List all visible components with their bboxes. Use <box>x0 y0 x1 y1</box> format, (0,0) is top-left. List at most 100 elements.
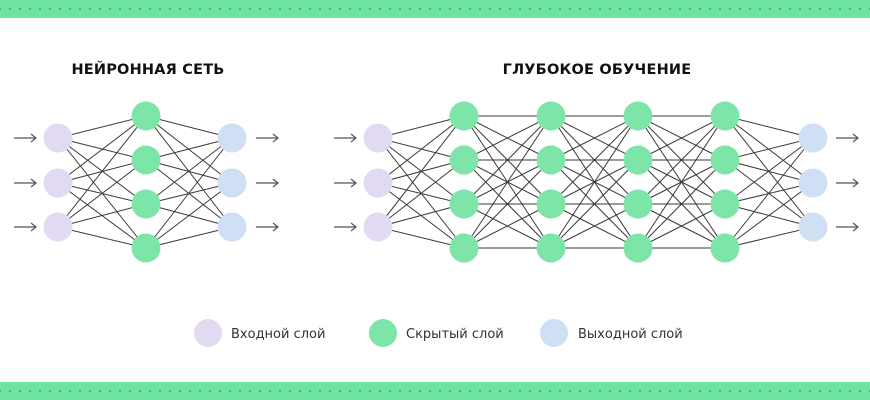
left-edge <box>145 226 233 249</box>
left-hidden-node <box>131 145 161 175</box>
right-hidden-node <box>449 233 479 263</box>
left-hidden-node <box>131 189 161 219</box>
right-hidden-node <box>623 145 653 175</box>
right-input-node <box>363 168 393 198</box>
right-edge <box>463 115 552 249</box>
left-output-arrow <box>256 178 279 188</box>
left-output-arrow <box>256 133 279 143</box>
right-edge <box>377 226 465 249</box>
left-output-arrow <box>256 222 279 232</box>
right-edge <box>637 115 726 249</box>
right-edge <box>637 115 726 161</box>
left-input-node <box>43 212 73 242</box>
right-hidden-node <box>623 101 653 131</box>
legend-output-label: Выходной слой <box>578 327 683 342</box>
right-edge <box>377 203 465 228</box>
right-hidden-node <box>710 101 740 131</box>
legend-hidden-swatch <box>369 319 397 347</box>
right-input-node <box>363 212 393 242</box>
right-hidden-node <box>449 145 479 175</box>
left-network-nodes <box>43 101 247 263</box>
right-network-nodes <box>363 101 828 263</box>
left-input-arrow <box>14 178 37 188</box>
left-edge <box>145 182 233 249</box>
right-hidden-node <box>536 145 566 175</box>
right-edge <box>724 137 814 161</box>
right-edge <box>377 115 465 228</box>
right-edge <box>463 115 552 161</box>
right-edge <box>550 159 639 249</box>
right-input-arrow <box>334 133 357 143</box>
right-output-arrow <box>836 178 859 188</box>
right-output-arrow <box>836 133 859 143</box>
right-hidden-node <box>710 145 740 175</box>
right-input-node <box>363 123 393 153</box>
right-hidden-node <box>710 189 740 219</box>
right-edge <box>724 137 814 249</box>
left-input-arrow <box>14 222 37 232</box>
right-edge <box>377 159 465 228</box>
left-input-arrow <box>14 133 37 143</box>
legend-output-swatch <box>540 319 568 347</box>
right-edge <box>637 203 726 249</box>
right-output-arrow <box>836 222 859 232</box>
left-edge <box>57 159 147 228</box>
bottom-decorative-band <box>0 382 870 400</box>
left-edge <box>57 115 147 184</box>
right-edge <box>463 115 552 205</box>
right-hidden-node <box>710 233 740 263</box>
right-diagram-title: ГЛУБОКОЕ ОБУЧЕНИЕ <box>503 62 692 78</box>
right-edge <box>724 182 814 249</box>
right-hidden-node <box>449 189 479 219</box>
right-edge <box>550 115 639 249</box>
right-edge <box>637 159 726 249</box>
left-edge <box>57 203 147 228</box>
right-edge <box>377 115 465 184</box>
left-output-node <box>217 212 247 242</box>
right-network-edges <box>377 115 814 249</box>
left-edge <box>145 115 233 139</box>
legend-input-label: Входной слой <box>231 327 325 342</box>
right-input-arrow <box>334 222 357 232</box>
left-edge <box>57 226 147 249</box>
right-edge <box>463 203 552 249</box>
left-input-node <box>43 168 73 198</box>
right-edge <box>550 203 639 249</box>
left-edge <box>57 115 147 228</box>
right-hidden-node <box>536 189 566 219</box>
right-edge <box>724 137 814 205</box>
right-hidden-node <box>536 101 566 131</box>
right-edge <box>550 115 639 161</box>
top-decorative-band <box>0 0 870 18</box>
right-edge <box>550 115 639 205</box>
right-hidden-node <box>623 189 653 219</box>
left-network-edges <box>57 115 233 249</box>
left-hidden-node <box>131 101 161 131</box>
left-edge <box>145 137 233 205</box>
legend-input-swatch <box>194 319 222 347</box>
right-edge <box>724 226 814 249</box>
left-diagram-title: НЕЙРОННАЯ СЕТЬ <box>71 61 224 78</box>
left-output-node <box>217 123 247 153</box>
right-input-arrow <box>334 178 357 188</box>
right-hidden-node <box>623 233 653 263</box>
left-edge <box>57 115 147 139</box>
left-edge <box>145 137 233 249</box>
legend-hidden-label: Скрытый слой <box>406 327 504 342</box>
right-edge <box>637 115 726 205</box>
right-hidden-node <box>536 233 566 263</box>
left-input-node <box>43 123 73 153</box>
left-edge <box>145 137 233 161</box>
right-output-node <box>798 123 828 153</box>
right-edge <box>377 115 465 139</box>
right-edge <box>724 115 814 139</box>
io-arrows <box>14 133 859 232</box>
right-edge <box>463 159 552 249</box>
right-hidden-node <box>449 101 479 131</box>
right-output-node <box>798 212 828 242</box>
legend: Входной слой Скрытый слой Выходной слой <box>194 319 683 347</box>
right-output-node <box>798 168 828 198</box>
left-output-node <box>217 168 247 198</box>
